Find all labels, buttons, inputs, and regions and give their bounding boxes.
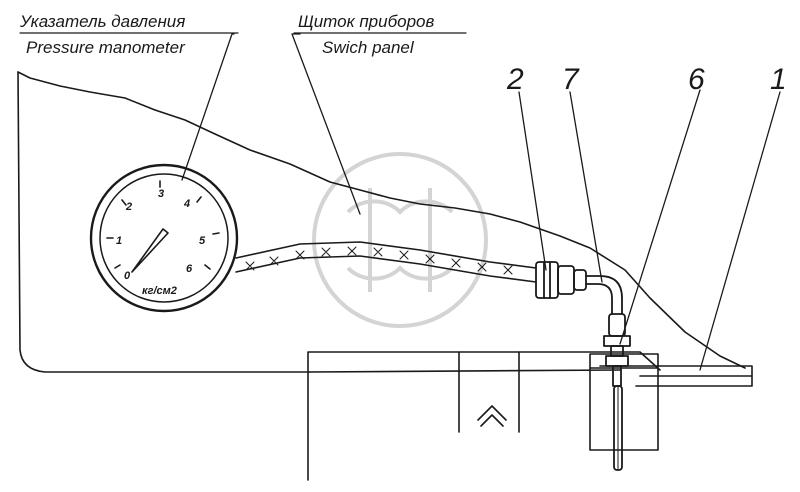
- gauge-title-block: Указатель давления Pressure manometer: [19, 12, 239, 57]
- part-1-base-plate: [599, 365, 753, 387]
- braided-hose: [235, 241, 537, 283]
- panel-title-block: Щиток приборов Swich panel: [293, 12, 467, 57]
- gauge-scale-3: 3: [158, 188, 164, 200]
- gauge-scale-5: 5: [199, 235, 206, 247]
- gauge-unit-label: кг/см2: [142, 285, 177, 297]
- gauge-scale-0: 0: [124, 270, 131, 282]
- switch-panel-outline: [17, 71, 746, 373]
- part-7-bent-tube: [585, 275, 623, 315]
- gauge-scale-1: 1: [116, 235, 122, 247]
- gauge-label-en: Pressure manometer: [26, 38, 186, 57]
- gauge-scale-2: 2: [125, 201, 132, 213]
- callout-1: 1: [770, 63, 787, 96]
- gauge-label-ru: Указатель давления: [19, 12, 185, 31]
- panel-label-ru: Щиток приборов: [298, 12, 435, 31]
- watermark-logo: [312, 152, 488, 328]
- leader-lines: [181, 33, 781, 371]
- callout-7: 7: [562, 63, 580, 96]
- pressure-gauge: 0 1 2 3 4 5 6 кг/см2: [89, 163, 239, 313]
- chevron-mark: [477, 405, 507, 427]
- gauge-scale-6: 6: [186, 263, 193, 275]
- mounting-bracket: [307, 351, 661, 481]
- gauge-ticks: [106, 180, 220, 270]
- callout-6: 6: [688, 63, 705, 96]
- panel-label-en: Swich panel: [322, 38, 415, 57]
- part-6-fitting: [603, 313, 631, 471]
- callout-2: 2: [506, 63, 524, 96]
- gauge-needle: [131, 228, 169, 273]
- part-2-hose-coupling: [535, 261, 587, 299]
- gauge-scale-4: 4: [183, 198, 190, 210]
